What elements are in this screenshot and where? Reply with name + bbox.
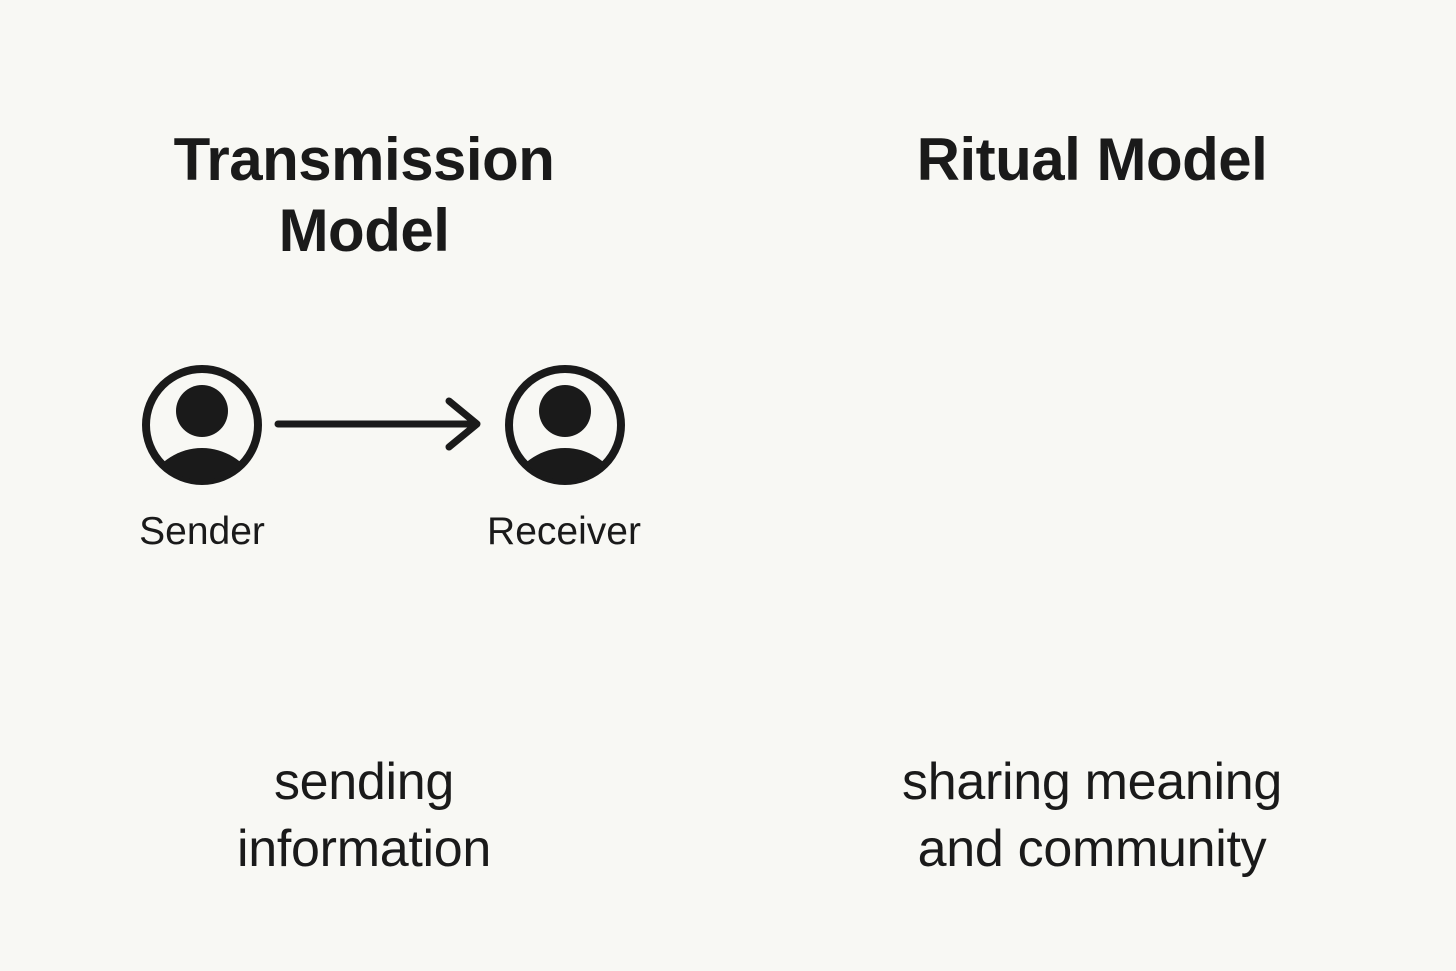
person-avatar-icon-sender bbox=[142, 365, 262, 485]
panel-transmission-model: Transmission Model bbox=[139, 126, 641, 878]
transmission-model-title: Transmission Model bbox=[173, 126, 555, 264]
ritual-model-caption: sharing meaning and community bbox=[902, 753, 1282, 878]
node-label-receiver: Receiver bbox=[487, 510, 641, 553]
node-label-sender: Sender bbox=[139, 510, 265, 553]
transmission-model-caption: sending information bbox=[237, 753, 491, 878]
ritual-model-title: Ritual Model bbox=[916, 126, 1268, 194]
transmission-arrow bbox=[274, 397, 481, 451]
person-avatar-icon-receiver bbox=[505, 365, 625, 485]
panel-ritual-model: Ritual Model bbox=[728, 0, 1456, 971]
